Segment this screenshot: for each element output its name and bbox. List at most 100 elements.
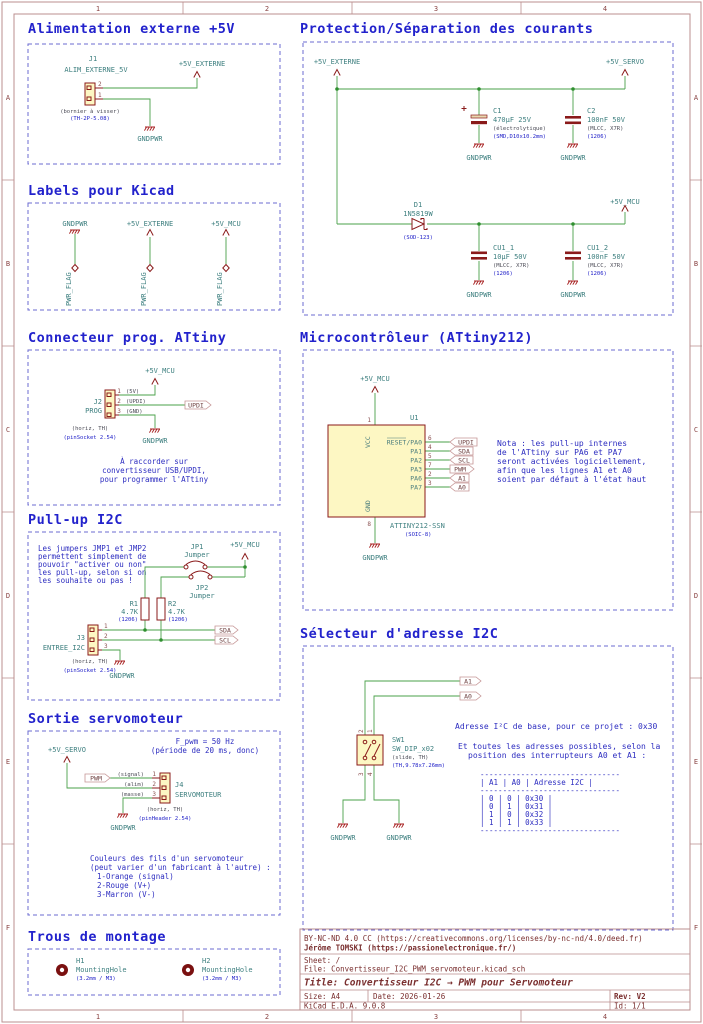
gnd-symbol[interactable] [472, 280, 485, 286]
r2-resistor-symbol[interactable] [156, 597, 166, 621]
global-label-sda[interactable]: SDA [214, 625, 239, 635]
jp1-jumper-symbol[interactable] [183, 560, 208, 570]
selector-wires[interactable] [342, 680, 460, 823]
prog-wires[interactable] [119, 385, 185, 428]
d1-diode-symbol[interactable] [411, 217, 428, 231]
r1-resistor-symbol[interactable] [140, 597, 150, 621]
gnd-symbol[interactable] [116, 813, 129, 819]
gnd-symbol[interactable] [566, 280, 579, 286]
net-5v-mcu[interactable]: +5V_MCU [145, 367, 175, 375]
global-label-sda[interactable]: SDA [449, 446, 474, 456]
j1-ref[interactable]: J1 [89, 55, 97, 63]
global-label-a0[interactable]: A0 [449, 482, 470, 492]
j1-connector-symbol[interactable] [84, 82, 103, 106]
net-5v-mcu[interactable]: +5V_MCU [360, 375, 390, 383]
jp2-ref[interactable]: JP2 [196, 584, 209, 592]
global-label-updi[interactable]: UPDI [184, 400, 212, 410]
c1-capacitor-symbol[interactable] [461, 106, 488, 125]
pwr-flag-symbol-3[interactable] [222, 264, 230, 272]
sw1-dip-switch-symbol[interactable] [356, 734, 384, 766]
pwr-flag-symbol-1[interactable] [71, 264, 79, 272]
net-5v-externe[interactable]: +5V_EXTERNE [179, 60, 225, 68]
j2-value[interactable]: PROG [85, 407, 102, 415]
h2-mounting-hole-symbol[interactable] [182, 964, 194, 976]
jp2-jumper-symbol[interactable] [188, 570, 213, 580]
net-5v-externe-flag[interactable]: +5V_EXTERNE [127, 220, 173, 228]
cu1-2-ref[interactable]: CU1_2 [587, 244, 608, 252]
net-5v-mcu[interactable]: +5V_MCU [230, 541, 260, 549]
net-gndpwr[interactable]: GNDPWR [330, 834, 356, 842]
global-label-updi[interactable]: UPDI [449, 437, 478, 447]
u1-ref[interactable]: U1 [410, 414, 418, 422]
power-symbol[interactable] [151, 378, 159, 385]
gnd-symbol[interactable] [113, 660, 126, 666]
net-gndpwr[interactable]: GNDPWR [362, 554, 388, 562]
u1-attiny-symbol[interactable] [327, 424, 426, 518]
net-5v-servo[interactable]: +5V_SERVO [606, 58, 644, 66]
jp1-ref[interactable]: JP1 [191, 543, 204, 551]
net-gndpwr[interactable]: GNDPWR [386, 834, 412, 842]
j3-connector-symbol[interactable] [87, 624, 102, 656]
cu1-1-ref[interactable]: CU1_1 [493, 244, 514, 252]
h1-ref[interactable]: H1 [76, 957, 84, 965]
labels-wires[interactable] [74, 234, 227, 264]
protection-wires[interactable] [335, 76, 626, 280]
power-symbol-5v-externe[interactable] [193, 71, 201, 78]
global-label-pwm[interactable]: PWM [449, 464, 475, 474]
net-gndpwr[interactable]: GNDPWR [466, 291, 492, 299]
cu1-1-capacitor-symbol[interactable] [471, 251, 487, 260]
net-5v-externe[interactable]: +5V_EXTERNE [314, 58, 360, 66]
gnd-symbol[interactable] [566, 143, 579, 149]
gnd-symbol[interactable] [336, 823, 349, 829]
net-gndpwr[interactable]: GNDPWR [137, 135, 163, 143]
global-label-scl[interactable]: SCL [449, 455, 474, 465]
net-5v-servo[interactable]: +5V_SERVO [48, 746, 86, 754]
j4-ref[interactable]: J4 [175, 781, 183, 789]
power-symbol[interactable] [146, 229, 154, 236]
power-symbol[interactable] [333, 69, 341, 76]
j3-value[interactable]: ENTREE_I2C [43, 644, 85, 652]
power-symbol[interactable] [63, 756, 71, 763]
global-label-a1[interactable]: A1 [449, 473, 470, 483]
power-symbol[interactable] [222, 229, 230, 236]
power-symbol[interactable] [371, 386, 379, 393]
servo-wires[interactable] [66, 763, 152, 813]
net-gndpwr[interactable]: GNDPWR [109, 672, 135, 680]
cu1-2-capacitor-symbol[interactable] [565, 251, 581, 260]
h2-ref[interactable]: H2 [202, 957, 210, 965]
c2-capacitor-symbol[interactable] [565, 116, 581, 125]
power-symbol[interactable] [621, 205, 629, 212]
net-gndpwr[interactable]: GNDPWR [560, 154, 586, 162]
net-gndpwr[interactable]: GNDPWR [466, 154, 492, 162]
gnd-symbol[interactable] [392, 823, 405, 829]
gnd-symbol[interactable] [68, 229, 81, 235]
alim-wires[interactable] [103, 78, 198, 126]
r2-ref[interactable]: R2 [168, 600, 176, 608]
gnd-symbol[interactable] [143, 126, 156, 132]
net-gndpwr[interactable]: GNDPWR [142, 437, 168, 445]
r1-ref[interactable]: R1 [130, 600, 138, 608]
j1-value[interactable]: ALIM_EXTERNE_5V [64, 66, 128, 74]
h1-mounting-hole-symbol[interactable] [56, 964, 68, 976]
power-symbol[interactable] [621, 69, 629, 76]
sw1-ref[interactable]: SW1 [392, 736, 405, 744]
net-gndpwr[interactable]: GNDPWR [560, 291, 586, 299]
global-label-a0[interactable]: A0 [459, 691, 482, 701]
net-5v-mcu[interactable]: +5V_MCU [610, 198, 640, 206]
net-5v-mcu-flag[interactable]: +5V_MCU [211, 220, 241, 228]
pwr-flag-symbol-2[interactable] [146, 264, 154, 272]
gnd-symbol[interactable] [472, 143, 485, 149]
net-gndpwr-flag[interactable]: GNDPWR [62, 220, 88, 228]
global-label-a1[interactable]: A1 [459, 676, 482, 686]
gnd-symbol[interactable] [368, 543, 381, 549]
c2-ref[interactable]: C2 [587, 107, 595, 115]
pullup-wires[interactable] [102, 560, 247, 660]
d1-ref[interactable]: D1 [414, 201, 422, 209]
mcu-wires[interactable] [374, 393, 450, 543]
global-label-scl[interactable]: SCL [214, 635, 239, 645]
net-gndpwr[interactable]: GNDPWR [110, 824, 136, 832]
power-symbol[interactable] [241, 553, 249, 560]
c1-ref[interactable]: C1 [493, 107, 501, 115]
j2-connector-symbol[interactable] [104, 389, 119, 419]
j4-value[interactable]: SERVOMOTEUR [175, 791, 222, 799]
